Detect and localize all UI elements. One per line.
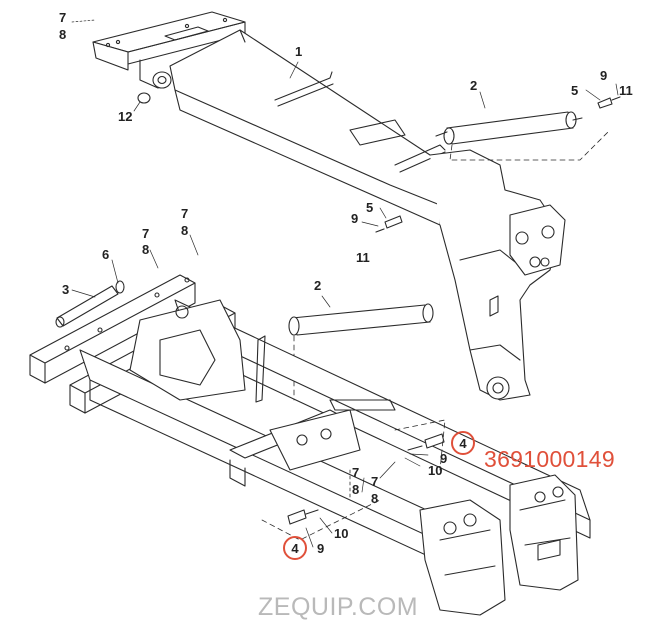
callout-8: 8 (181, 223, 189, 238)
callout-9: 9 (440, 451, 448, 466)
arm-pin (375, 215, 403, 233)
upper-mount-plate (92, 11, 246, 104)
callout-9: 9 (600, 68, 608, 83)
callout-12: 12 (118, 109, 133, 124)
pin-4-upper-assembly (394, 419, 446, 471)
callout-8: 8 (142, 242, 150, 257)
callout-7: 7 (142, 226, 150, 241)
callout-10: 10 (428, 463, 443, 478)
callout-10: 10 (334, 526, 349, 541)
callout-9: 9 (351, 211, 359, 226)
callout-7: 7 (371, 474, 379, 489)
callout-8: 8 (371, 491, 379, 506)
callout-7: 7 (352, 465, 360, 480)
callout-5: 5 (366, 200, 374, 215)
callout-2: 2 (314, 278, 322, 293)
lower-right-tower (419, 474, 579, 616)
callout-8: 8 (352, 482, 360, 497)
ring-12 (137, 92, 151, 104)
callout-7: 7 (181, 206, 189, 221)
callout-3: 3 (62, 282, 70, 297)
site-watermark: ZEQUIP.COM (258, 593, 419, 621)
highlighted-callout-4-lower: 4 (283, 536, 307, 560)
callout-6: 6 (102, 247, 110, 262)
upper-cylinder (435, 96, 621, 161)
callout-leaders (71, 19, 619, 548)
part-number: 3691000149 (484, 446, 615, 472)
lower-main-frame (29, 274, 591, 581)
rod-pin-3 (55, 280, 125, 328)
callout-11: 11 (619, 83, 633, 98)
callout-5: 5 (571, 83, 579, 98)
pin-4-lower-assembly (261, 469, 381, 541)
callout-2: 2 (470, 78, 478, 93)
callout-8: 8 (59, 27, 67, 42)
callout-9: 9 (317, 541, 325, 556)
callout-11: 11 (356, 250, 370, 265)
upper-boom-arm (169, 29, 566, 401)
lower-cylinder (288, 303, 434, 401)
callout-1: 1 (295, 44, 303, 59)
highlighted-callout-4-upper: 4 (451, 431, 475, 455)
callout-7: 7 (59, 10, 67, 25)
